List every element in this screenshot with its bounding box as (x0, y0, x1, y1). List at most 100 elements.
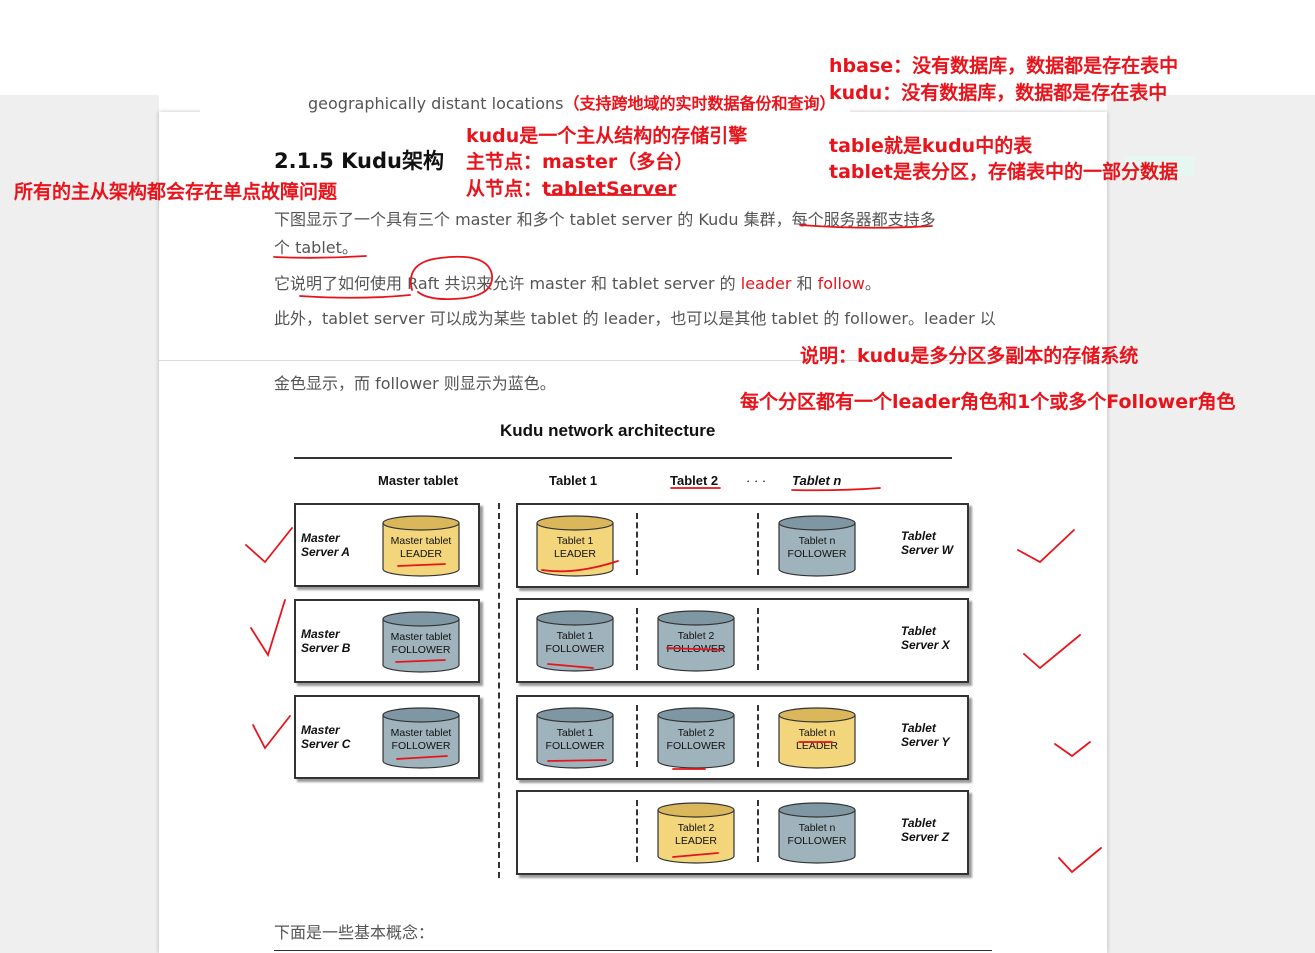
highlight-mark (1125, 156, 1195, 176)
tablet-server-1-name-line-1: Tablet (901, 529, 936, 543)
master-server-3-master-tablet-tablet-name: Master tablet (390, 727, 452, 739)
tablet-server-4-name-line-2: Server Z (901, 830, 950, 844)
top-line: geographically distant locations（支持跨地域的实… (308, 90, 835, 114)
annotation-hbase: hbase：没有数据库，数据都是存在表中 (829, 55, 1179, 77)
column-head-tablet-1: Tablet 1 (549, 473, 598, 488)
paragraph-3: 此外，tablet server 可以成为某些 tablet 的 leader，… (274, 309, 996, 328)
top-line-english: geographically distant locations (308, 94, 564, 113)
annotation-master-node: 主节点：master（多台） (466, 151, 694, 173)
annotation-table: table就是kudu中的表 (829, 135, 1033, 157)
paragraph-2-leader: leader (740, 274, 792, 293)
page-break-line (159, 360, 1107, 361)
tablet-server-4-cell-2-tablet-name: Tablet 2 (677, 822, 715, 834)
column-head-tablet-n: Tablet n (792, 473, 842, 488)
tablet-server-3-divider-1 (636, 705, 638, 767)
tablet-server-1-cell-3-role: FOLLOWER (787, 548, 847, 560)
tablet-server-4-divider-1 (636, 800, 638, 862)
tablet-server-2-cell-2-role: FOLLOWER (666, 643, 726, 655)
master-server-1-master-tablet-role: LEADER (399, 548, 442, 560)
master-server-1-name-line-2: Server A (301, 545, 350, 559)
tablet-server-2-cell-1-role: FOLLOWER (545, 643, 605, 655)
section-heading: 2.1.5 Kudu架构 (274, 149, 444, 173)
tablet-server-1-cell-1-tablet-name: Tablet 1 (556, 535, 594, 547)
figure-divider (498, 503, 500, 878)
tablet-server-2-name-line-2: Server X (901, 638, 950, 652)
tablet-server-4-cell-2-role: LEADER (674, 835, 717, 847)
annotation-kudu: kudu：没有数据库，数据都是存在表中 (829, 82, 1168, 104)
annotation-tablet: tablet是表分区，存储表中的一部分数据 (829, 161, 1178, 183)
tablet-server-4-name-line-1: Tablet (901, 816, 936, 830)
figure-title: Kudu network architecture (500, 421, 716, 440)
master-server-3-master-tablet-role: FOLLOWER (391, 740, 451, 752)
column-head-tablet-2: Tablet 2 (670, 473, 719, 488)
annotation-single-point: 所有的主从架构都会存在单点故障问题 (14, 181, 338, 203)
tablet-server-2-cell-1-tablet-name: Tablet 1 (556, 630, 594, 642)
tablet-server-1-name-line-2: Server W (901, 543, 954, 557)
tablet-server-3-cell-3-tablet-name: Tablet n (798, 727, 836, 739)
tablet-server-2-divider-2 (757, 608, 759, 670)
paragraph-1-line-2: 个 tablet。 (274, 238, 358, 257)
tablet-server-2-cell-2-tablet-name: Tablet 2 (677, 630, 715, 642)
tablet-server-3-cell-2-tablet-name: Tablet 2 (677, 727, 715, 739)
tablet-server-1-divider-2 (757, 513, 759, 575)
tablet-server-2-divider-1 (636, 608, 638, 670)
tablet-server-4-divider-2 (757, 800, 759, 862)
paragraph-5: 下面是一些基本概念： (274, 923, 435, 942)
tablet-server-3-cell-2-role: FOLLOWER (666, 740, 726, 752)
figure-title-rule (294, 457, 952, 459)
paragraph-2-end: 。 (864, 274, 881, 293)
tablet-server-1-cell-1-role: LEADER (553, 548, 596, 560)
tablet-server-3-cell-1-tablet-name: Tablet 1 (556, 727, 594, 739)
master-server-1-master-tablet-tablet-name: Master tablet (390, 535, 452, 547)
workspace-background-left (0, 95, 159, 953)
annotation-slave-node: 从节点：tabletServer (466, 178, 677, 200)
top-line-cn-note: （支持跨地域的实时数据备份和查询） (563, 94, 836, 113)
tablet-server-1-divider-1 (636, 513, 638, 575)
tablet-server-4-cell-3-role: FOLLOWER (787, 835, 847, 847)
master-server-3-name-line-1: Master (301, 723, 340, 737)
table-top-rule (274, 950, 992, 951)
tablet-server-2-name-line-1: Tablet (901, 624, 936, 638)
annotation-partition-roles: 每个分区都有一个leader角色和1个或多个Follower角色 (740, 391, 1236, 413)
tablet-server-3-divider-2 (757, 705, 759, 767)
master-server-3-name-line-2: Server C (301, 737, 351, 751)
tablet-server-3-cell-3-role: LEADER (795, 740, 838, 752)
tablet-server-3-cell-1-role: FOLLOWER (545, 740, 605, 752)
paragraph-2-follow: follow (817, 274, 865, 293)
tablet-server-3-name-line-2: Server Y (901, 735, 950, 749)
tablet-server-4-cell-3-tablet-name: Tablet n (798, 822, 836, 834)
document-page-top-strip (200, 94, 850, 114)
master-server-1-name-line-1: Master (301, 531, 340, 545)
column-head-master: Master tablet (378, 473, 459, 488)
master-server-2-name-line-2: Server B (301, 641, 351, 655)
tablet-server-4-box (516, 790, 969, 875)
